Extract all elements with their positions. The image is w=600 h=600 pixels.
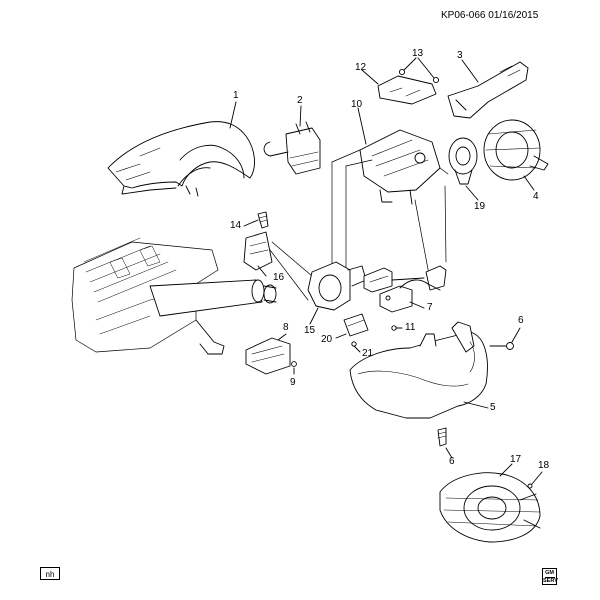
leader-6a [511,327,521,343]
screw-6a [489,342,514,350]
callout-16: 16 [273,272,285,283]
callout-1: 1 [233,90,239,101]
diagram-reference-code: KP06-066 01/16/2015 [441,10,539,21]
leader-16 [257,265,267,277]
steering-column [71,237,277,355]
callout-13: 13 [412,48,424,59]
leader-20 [335,333,347,339]
callout-12: 12 [355,62,367,73]
callout-14: 14 [230,220,242,231]
ring-housing-15 [307,261,367,311]
screw-13b [432,76,440,84]
leader-15 [309,307,319,325]
callout-21: 21 [362,348,374,359]
screw-18 [527,483,533,489]
wheel-switch-assembly [483,119,549,181]
callout-8: 8 [283,322,289,333]
callout-4: 4 [533,191,539,202]
screw-9 [291,361,297,367]
switch-20 [343,313,369,337]
module-cluster [363,265,447,293]
screw-21 [351,341,357,347]
inset-assembly-17 [439,472,541,543]
leader-6b [445,447,453,459]
callout-6b: 6 [449,456,455,467]
brand-logo-text: GM [544,570,555,578]
screw-11 [391,325,397,331]
upper-trim-cover [107,121,255,197]
callout-5: 5 [490,402,496,413]
screw-14 [257,211,269,229]
screw-13a [398,68,406,76]
ignition-switch [263,121,321,175]
screw-6b [437,427,447,447]
leader-10 [357,107,367,145]
bracket-12 [377,75,437,105]
callout-10: 10 [351,99,363,110]
leader-14 [243,219,259,227]
leader-3 [461,59,479,83]
callout-20: 20 [321,334,333,345]
leader-12 [361,69,379,85]
brand-logo: GM SERV [542,568,558,585]
switch-housing [359,129,441,205]
leader-18 [531,471,543,485]
callout-19: 19 [474,201,486,212]
brand-logo-subtext: SERV [543,577,558,584]
bracket-16 [243,231,273,271]
callout-15: 15 [304,325,316,336]
sensor-7 [379,279,441,313]
callout-11: 11 [405,322,416,333]
callout-18: 18 [538,460,550,471]
leader-19 [465,185,479,201]
leader-17 [499,463,513,477]
callout-2: 2 [297,95,303,106]
callout-3: 3 [457,50,463,61]
switch-module-8 [245,337,291,375]
multifunction-lever [447,61,529,119]
clock-spring [448,137,478,185]
lower-trim-cover [349,321,488,419]
callout-17: 17 [510,454,522,465]
leader-1 [229,101,237,129]
leader-8 [277,333,287,341]
callout-6a: 6 [518,315,524,326]
callout-7: 7 [427,302,433,313]
leader-7 [409,301,425,309]
leader-5 [463,401,489,409]
leader-2 [299,105,302,127]
footer-code-box: nh [40,567,60,580]
leader-4 [523,175,535,191]
callout-9: 9 [290,377,296,388]
